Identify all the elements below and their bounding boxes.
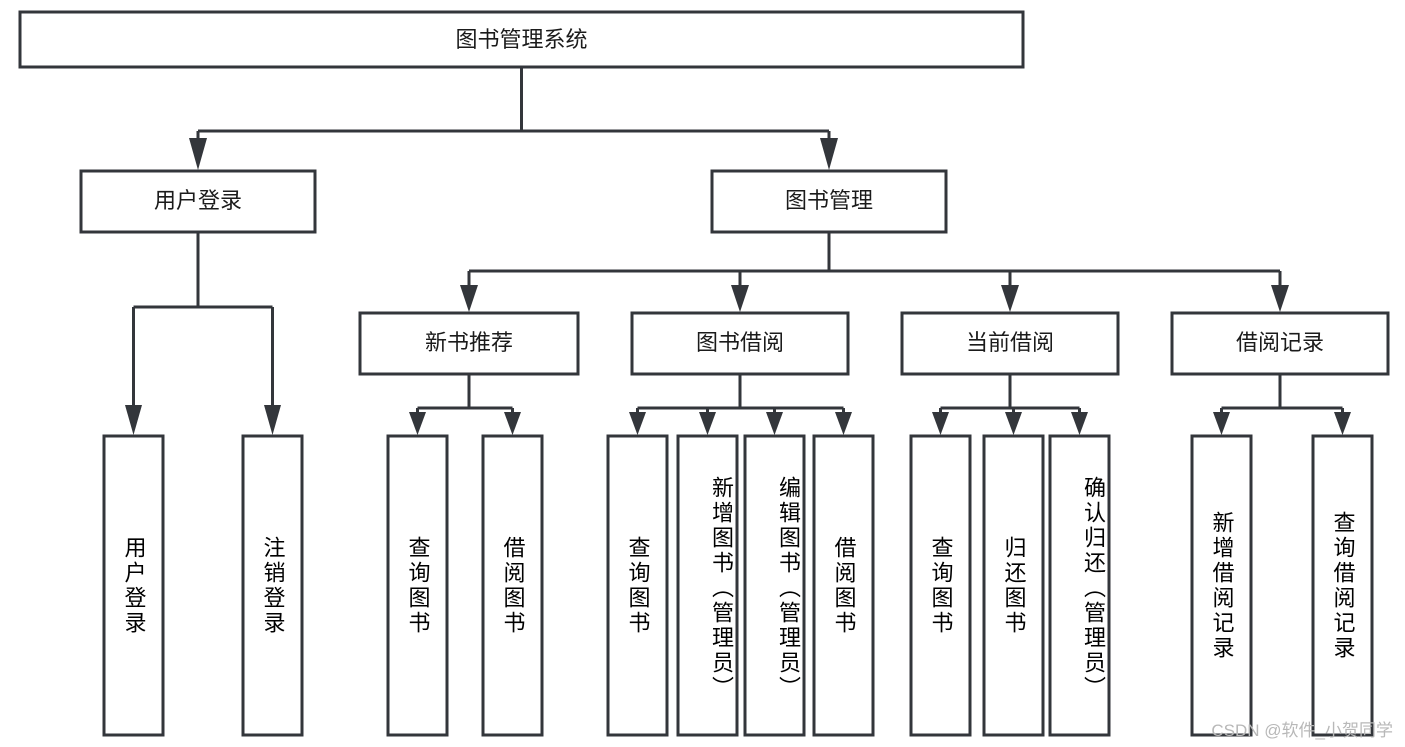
arrowhead-leaf-logout (264, 405, 281, 435)
arrowhead-book-mgmt (820, 138, 838, 170)
node-book-management-label: 图书管理 (785, 188, 873, 213)
arrowhead-bookborrow-leaf-3 (766, 412, 783, 435)
node-layer: 图书管理系统 用户登录 图书管理 新书推荐 图书借阅 当前 (18, 10, 1390, 737)
leaf-label-user-login: 用户登录 (121, 535, 147, 636)
leaf-box-logout[interactable] (241, 434, 304, 737)
leaf-box-return-book[interactable] (982, 434, 1045, 737)
node-user-login-label: 用户登录 (154, 188, 242, 213)
node-borrow-record-label: 借阅记录 (1236, 330, 1324, 355)
leaf-box-borrow-book[interactable] (812, 434, 875, 737)
arrowhead-currentborrow-leaf-3 (1071, 412, 1088, 435)
leaf-label-query-book-rec: 查询图书 (405, 535, 431, 636)
arrowhead-currentborrow-leaf-2 (1005, 412, 1022, 435)
arrowhead-leaf-user-login (125, 405, 142, 435)
leaf-label-query-book-current: 查询图书 (928, 535, 954, 636)
arrowhead-currentborrow-leaf-1 (932, 412, 949, 435)
node-borrow-record[interactable]: 借阅记录 (1170, 311, 1390, 376)
node-current-borrow-box[interactable] (900, 311, 1120, 376)
arrowhead-user-login (189, 138, 207, 170)
arrowhead-borrowrecord-leaf-2 (1334, 412, 1351, 435)
arrowhead-current-borrow (1001, 285, 1019, 312)
leaf-box-query-book-rec[interactable] (386, 434, 449, 737)
leaf-box-user-login[interactable] (102, 434, 165, 737)
leaf-box-add-borrow-record[interactable] (1190, 434, 1253, 737)
leaf-label-borrow-book: 借阅图书 (831, 535, 857, 636)
leaf-box-confirm-return-admin[interactable] (1048, 434, 1111, 737)
node-root-box[interactable] (18, 10, 1025, 69)
arrowhead-new-book-rec (460, 285, 478, 312)
node-root-label: 图书管理系统 (455, 27, 587, 52)
arrowhead-newbook-leaf-1 (409, 412, 426, 435)
leaf-box-borrow-book-rec[interactable] (481, 434, 544, 737)
node-borrow-record-box[interactable] (1170, 311, 1390, 376)
node-book-management-box[interactable] (710, 169, 948, 234)
leaf-box-query-book-current[interactable] (909, 434, 972, 737)
leaf-label-query-book-borrow: 查询图书 (625, 535, 651, 636)
leaf-label-query-borrow-record: 查询借阅记录 (1330, 510, 1356, 661)
csdn-watermark: CSDN @软件_小贺同学 (1211, 721, 1393, 740)
leaf-box-query-borrow-record[interactable] (1311, 434, 1374, 737)
node-current-borrow[interactable]: 当前借阅 (900, 311, 1120, 376)
node-new-book-recommend-box[interactable] (358, 311, 580, 376)
leaf-label-add-book-admin: 新增图书（管理员） (709, 476, 734, 701)
node-book-borrow[interactable]: 图书借阅 (630, 311, 850, 376)
arrowhead-borrowrecord-leaf-1 (1213, 412, 1230, 435)
leaf-box-edit-book-admin[interactable] (743, 434, 806, 737)
node-book-management[interactable]: 图书管理 (710, 169, 948, 234)
leaf-box-add-book-admin[interactable] (676, 434, 739, 737)
node-current-borrow-label: 当前借阅 (966, 330, 1054, 355)
arrowhead-borrow-record (1271, 285, 1289, 312)
arrowhead-newbook-leaf-2 (504, 412, 521, 435)
arrowhead-book-borrow (731, 285, 749, 312)
node-book-borrow-label: 图书借阅 (696, 330, 784, 355)
connector-layer (125, 67, 1351, 435)
leaf-label-logout: 注销登录 (260, 535, 286, 636)
node-book-borrow-box[interactable] (630, 311, 850, 376)
node-new-book-recommend[interactable]: 新书推荐 (358, 311, 580, 376)
arrowhead-bookborrow-leaf-4 (835, 412, 852, 435)
leaf-label-confirm-return-admin: 确认归还（管理员） (1081, 476, 1106, 701)
leaf-label-borrow-book-rec: 借阅图书 (500, 535, 526, 636)
leaf-box-query-book-borrow[interactable] (606, 434, 669, 737)
arrowhead-bookborrow-leaf-2 (699, 412, 716, 435)
node-new-book-recommend-label: 新书推荐 (425, 330, 513, 355)
leaf-label-add-borrow-record: 新增借阅记录 (1209, 510, 1235, 661)
node-user-login[interactable]: 用户登录 (79, 169, 317, 234)
node-user-login-box[interactable] (79, 169, 317, 234)
node-root[interactable]: 图书管理系统 (18, 10, 1025, 69)
arrowhead-bookborrow-leaf-1 (629, 412, 646, 435)
leaf-label-return-book: 归还图书 (1001, 535, 1027, 636)
leaf-label-edit-book-admin: 编辑图书（管理员） (776, 476, 801, 701)
